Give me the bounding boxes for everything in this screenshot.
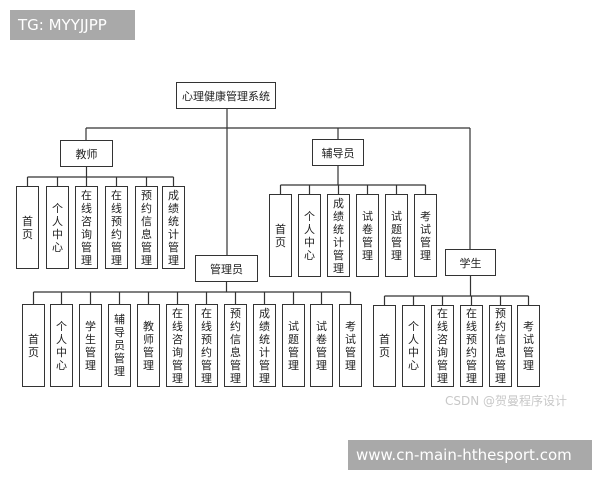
function-label: 在线咨询管理 <box>437 307 448 385</box>
function-label: 个人中心 <box>52 201 63 254</box>
function-node: 在线预约管理 <box>460 305 483 387</box>
function-label: 试卷管理 <box>362 209 373 262</box>
function-node: 在线咨询管理 <box>431 305 454 387</box>
function-label: 辅导员管理 <box>114 313 125 378</box>
function-node: 在线咨询管理 <box>166 304 189 387</box>
function-label: 成绩统计管理 <box>259 306 270 385</box>
function-node: 试卷管理 <box>356 194 379 277</box>
function-label: 在线预约管理 <box>111 188 122 267</box>
function-label: 首页 <box>22 214 33 241</box>
role-node: 辅导员 <box>312 139 364 166</box>
function-label: 试题管理 <box>288 319 299 372</box>
role-node: 管理员 <box>195 255 258 282</box>
function-label: 在线预约管理 <box>201 306 212 385</box>
root-node: 心理健康管理系统 <box>176 82 276 109</box>
function-node: 试题管理 <box>385 194 408 277</box>
function-node: 在线预约管理 <box>195 304 218 387</box>
function-node: 首页 <box>16 186 39 269</box>
function-label: 试题管理 <box>391 209 402 262</box>
role-node: 学生 <box>445 249 496 276</box>
function-label: 在线预约管理 <box>466 307 477 385</box>
function-node: 个人中心 <box>402 305 425 387</box>
function-node: 成绩统计管理 <box>162 186 185 269</box>
function-label: 首页 <box>275 222 286 249</box>
function-label: 首页 <box>379 333 390 359</box>
function-node: 考试管理 <box>517 305 540 387</box>
function-node: 辅导员管理 <box>108 304 131 387</box>
function-label: 个人中心 <box>408 320 419 372</box>
function-node: 首页 <box>373 305 396 387</box>
function-node: 首页 <box>269 194 292 277</box>
watermark-top-left: TG: MYYJJPP <box>10 10 135 40</box>
function-label: 首页 <box>28 332 39 359</box>
function-label: 教师管理 <box>143 319 154 372</box>
function-label: 在线咨询管理 <box>81 188 92 267</box>
function-node: 预约信息管理 <box>224 304 247 387</box>
function-node: 预约信息管理 <box>489 305 512 387</box>
function-node: 考试管理 <box>339 304 362 387</box>
function-node: 个人中心 <box>50 304 73 387</box>
function-label: 个人中心 <box>56 319 67 372</box>
function-label: 考试管理 <box>523 320 534 372</box>
function-node: 首页 <box>22 304 45 387</box>
function-label: 试卷管理 <box>316 319 327 372</box>
function-label: 学生管理 <box>85 319 96 372</box>
function-label: 个人中心 <box>304 209 315 262</box>
function-label: 在线咨询管理 <box>172 306 183 385</box>
function-label: 考试管理 <box>345 319 356 372</box>
function-node: 成绩统计管理 <box>327 194 350 277</box>
function-label: 考试管理 <box>420 209 431 262</box>
function-node: 个人中心 <box>46 186 69 269</box>
function-node: 预约信息管理 <box>135 186 158 269</box>
function-node: 个人中心 <box>298 194 321 277</box>
function-node: 成绩统计管理 <box>253 304 276 387</box>
function-node: 学生管理 <box>79 304 102 387</box>
role-node: 教师 <box>60 140 113 167</box>
function-node: 试题管理 <box>282 304 305 387</box>
function-node: 教师管理 <box>137 304 160 387</box>
function-label: 预约信息管理 <box>230 306 241 385</box>
function-node: 在线咨询管理 <box>75 186 98 269</box>
function-node: 试卷管理 <box>310 304 333 387</box>
function-node: 在线预约管理 <box>105 186 128 269</box>
function-label: 成绩统计管理 <box>333 196 344 275</box>
watermark-csdn: CSDN @贺曼程序设计 <box>445 394 568 408</box>
function-label: 预约信息管理 <box>495 307 506 385</box>
function-label: 预约信息管理 <box>141 188 152 267</box>
function-node: 考试管理 <box>414 194 437 277</box>
watermark-bottom-right: www.cn-main-hthesport.com <box>348 440 592 470</box>
function-label: 成绩统计管理 <box>168 188 179 267</box>
